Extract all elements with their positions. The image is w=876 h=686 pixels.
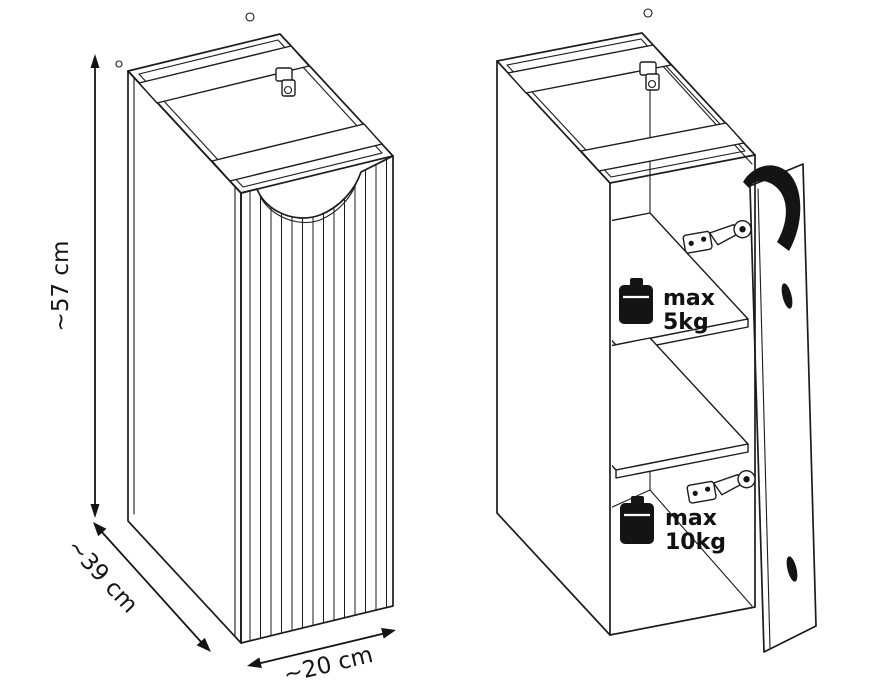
back-rail: [507, 44, 672, 94]
carcass-top-front-edge: [609, 154, 756, 184]
capacity-top-value: 5kg: [663, 310, 709, 335]
depth-dimension-label: ~39 cm: [62, 534, 143, 618]
arrow-down-icon: [90, 504, 100, 518]
interior-floor-right-edge: [649, 489, 753, 607]
cam-screw-icon: [643, 8, 653, 18]
arrow-right-icon: [381, 628, 396, 639]
closed-cabinet-drawing: [115, 12, 394, 644]
front-rail: [580, 122, 745, 172]
capacity-bottom: max 10kg: [620, 496, 726, 555]
door-panel: [240, 155, 394, 644]
back-rail: [138, 45, 310, 104]
capacity-bottom-value: 10kg: [665, 530, 726, 555]
shelf-bottom: [517, 337, 749, 479]
arrow-up-icon: [90, 54, 100, 68]
cam-screw-icon: [245, 12, 255, 22]
cam-screw-icon: [115, 60, 123, 68]
hinge-bottom: [686, 470, 756, 504]
arrow-left-icon: [247, 657, 262, 668]
door-thickness-line: [757, 188, 771, 649]
side-panel: [127, 70, 242, 644]
weight-icon: [619, 278, 653, 324]
top-frame-inner: [506, 38, 746, 178]
hinge-top: [682, 220, 752, 254]
open-door: [743, 163, 817, 653]
dimension-height: ~57 cm: [48, 54, 100, 518]
arrow-down-right-icon: [196, 637, 211, 652]
arrow-up-left-icon: [93, 522, 107, 537]
door-handle-recess: [259, 183, 357, 224]
capacity-bottom-prefix: max: [665, 506, 717, 531]
door-handle-recess: [743, 165, 801, 251]
top-frame-outer: [127, 33, 394, 194]
top-frame-inner: [138, 39, 383, 188]
capacity-top: max 5kg: [619, 278, 715, 335]
door-edge-groove: [786, 556, 798, 582]
front-rail: [211, 123, 383, 182]
capacity-top-prefix: max: [663, 286, 715, 311]
hanging-bracket: [639, 61, 660, 91]
door-flutes: [249, 156, 387, 643]
hanging-bracket: [275, 67, 296, 97]
weight-icon: [620, 496, 654, 544]
interior-floor-back-edge: [609, 489, 651, 509]
carcass-outline: [496, 32, 756, 636]
width-dimension-label: ~20 cm: [281, 642, 375, 686]
height-dimension-label: ~57 cm: [48, 241, 74, 332]
open-cabinet-drawing: max 5kg max 10kg: [496, 8, 817, 653]
door-edge-groove: [781, 283, 793, 309]
